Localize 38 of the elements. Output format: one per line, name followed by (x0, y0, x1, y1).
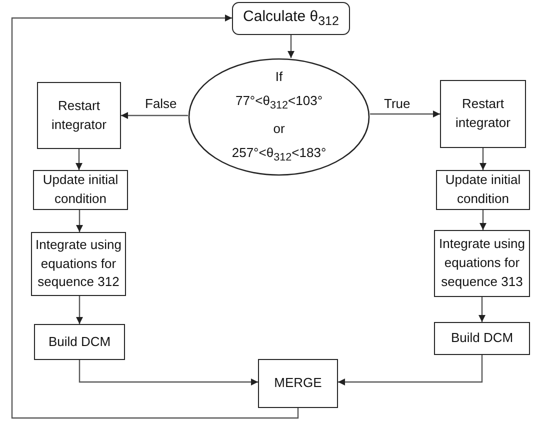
arrow (78, 360, 258, 386)
process-box (436, 170, 530, 210)
process-box (258, 359, 338, 408)
node-label: Update initial condition (42, 171, 120, 208)
node-label: Calculate θ$_{312}$ (243, 7, 339, 30)
arrow (76, 210, 83, 232)
node-label: Restart integrator (454, 95, 512, 132)
process-box (434, 322, 530, 355)
node-label: If (275, 68, 283, 86)
arrow (76, 149, 82, 170)
process-box (33, 170, 128, 210)
arrow (480, 210, 486, 230)
arrow (288, 35, 294, 58)
process-box (434, 230, 530, 297)
node-label: Integrate using equations for sequence 312 (34, 236, 122, 292)
arrow (76, 296, 83, 324)
node-label: or (273, 120, 285, 138)
node-label: Restart integrator (50, 96, 108, 134)
decision-ellipse (188, 58, 370, 176)
arrow (121, 112, 188, 119)
node-label: Build DCM (450, 329, 514, 348)
node-label: 77°<θ$_{312}$<103° (235, 92, 323, 114)
process-box (440, 80, 526, 148)
edge-label: False (143, 96, 179, 111)
node-label: Update initial condition (444, 171, 522, 208)
arrow (478, 297, 486, 322)
process-box (37, 82, 121, 149)
edge-label: True (382, 96, 412, 111)
arrow (370, 110, 440, 118)
node-label: Integrate using equations for sequence 313 (438, 235, 526, 291)
node-label: Build DCM (48, 332, 111, 351)
arrow (338, 355, 483, 386)
arrow (480, 148, 486, 170)
process-box (34, 324, 125, 360)
node-label: 257°<θ$_{312}$<183° (232, 144, 326, 166)
arrow (11, 14, 299, 419)
round-box (232, 2, 350, 35)
node-label: MERGE (274, 374, 322, 392)
